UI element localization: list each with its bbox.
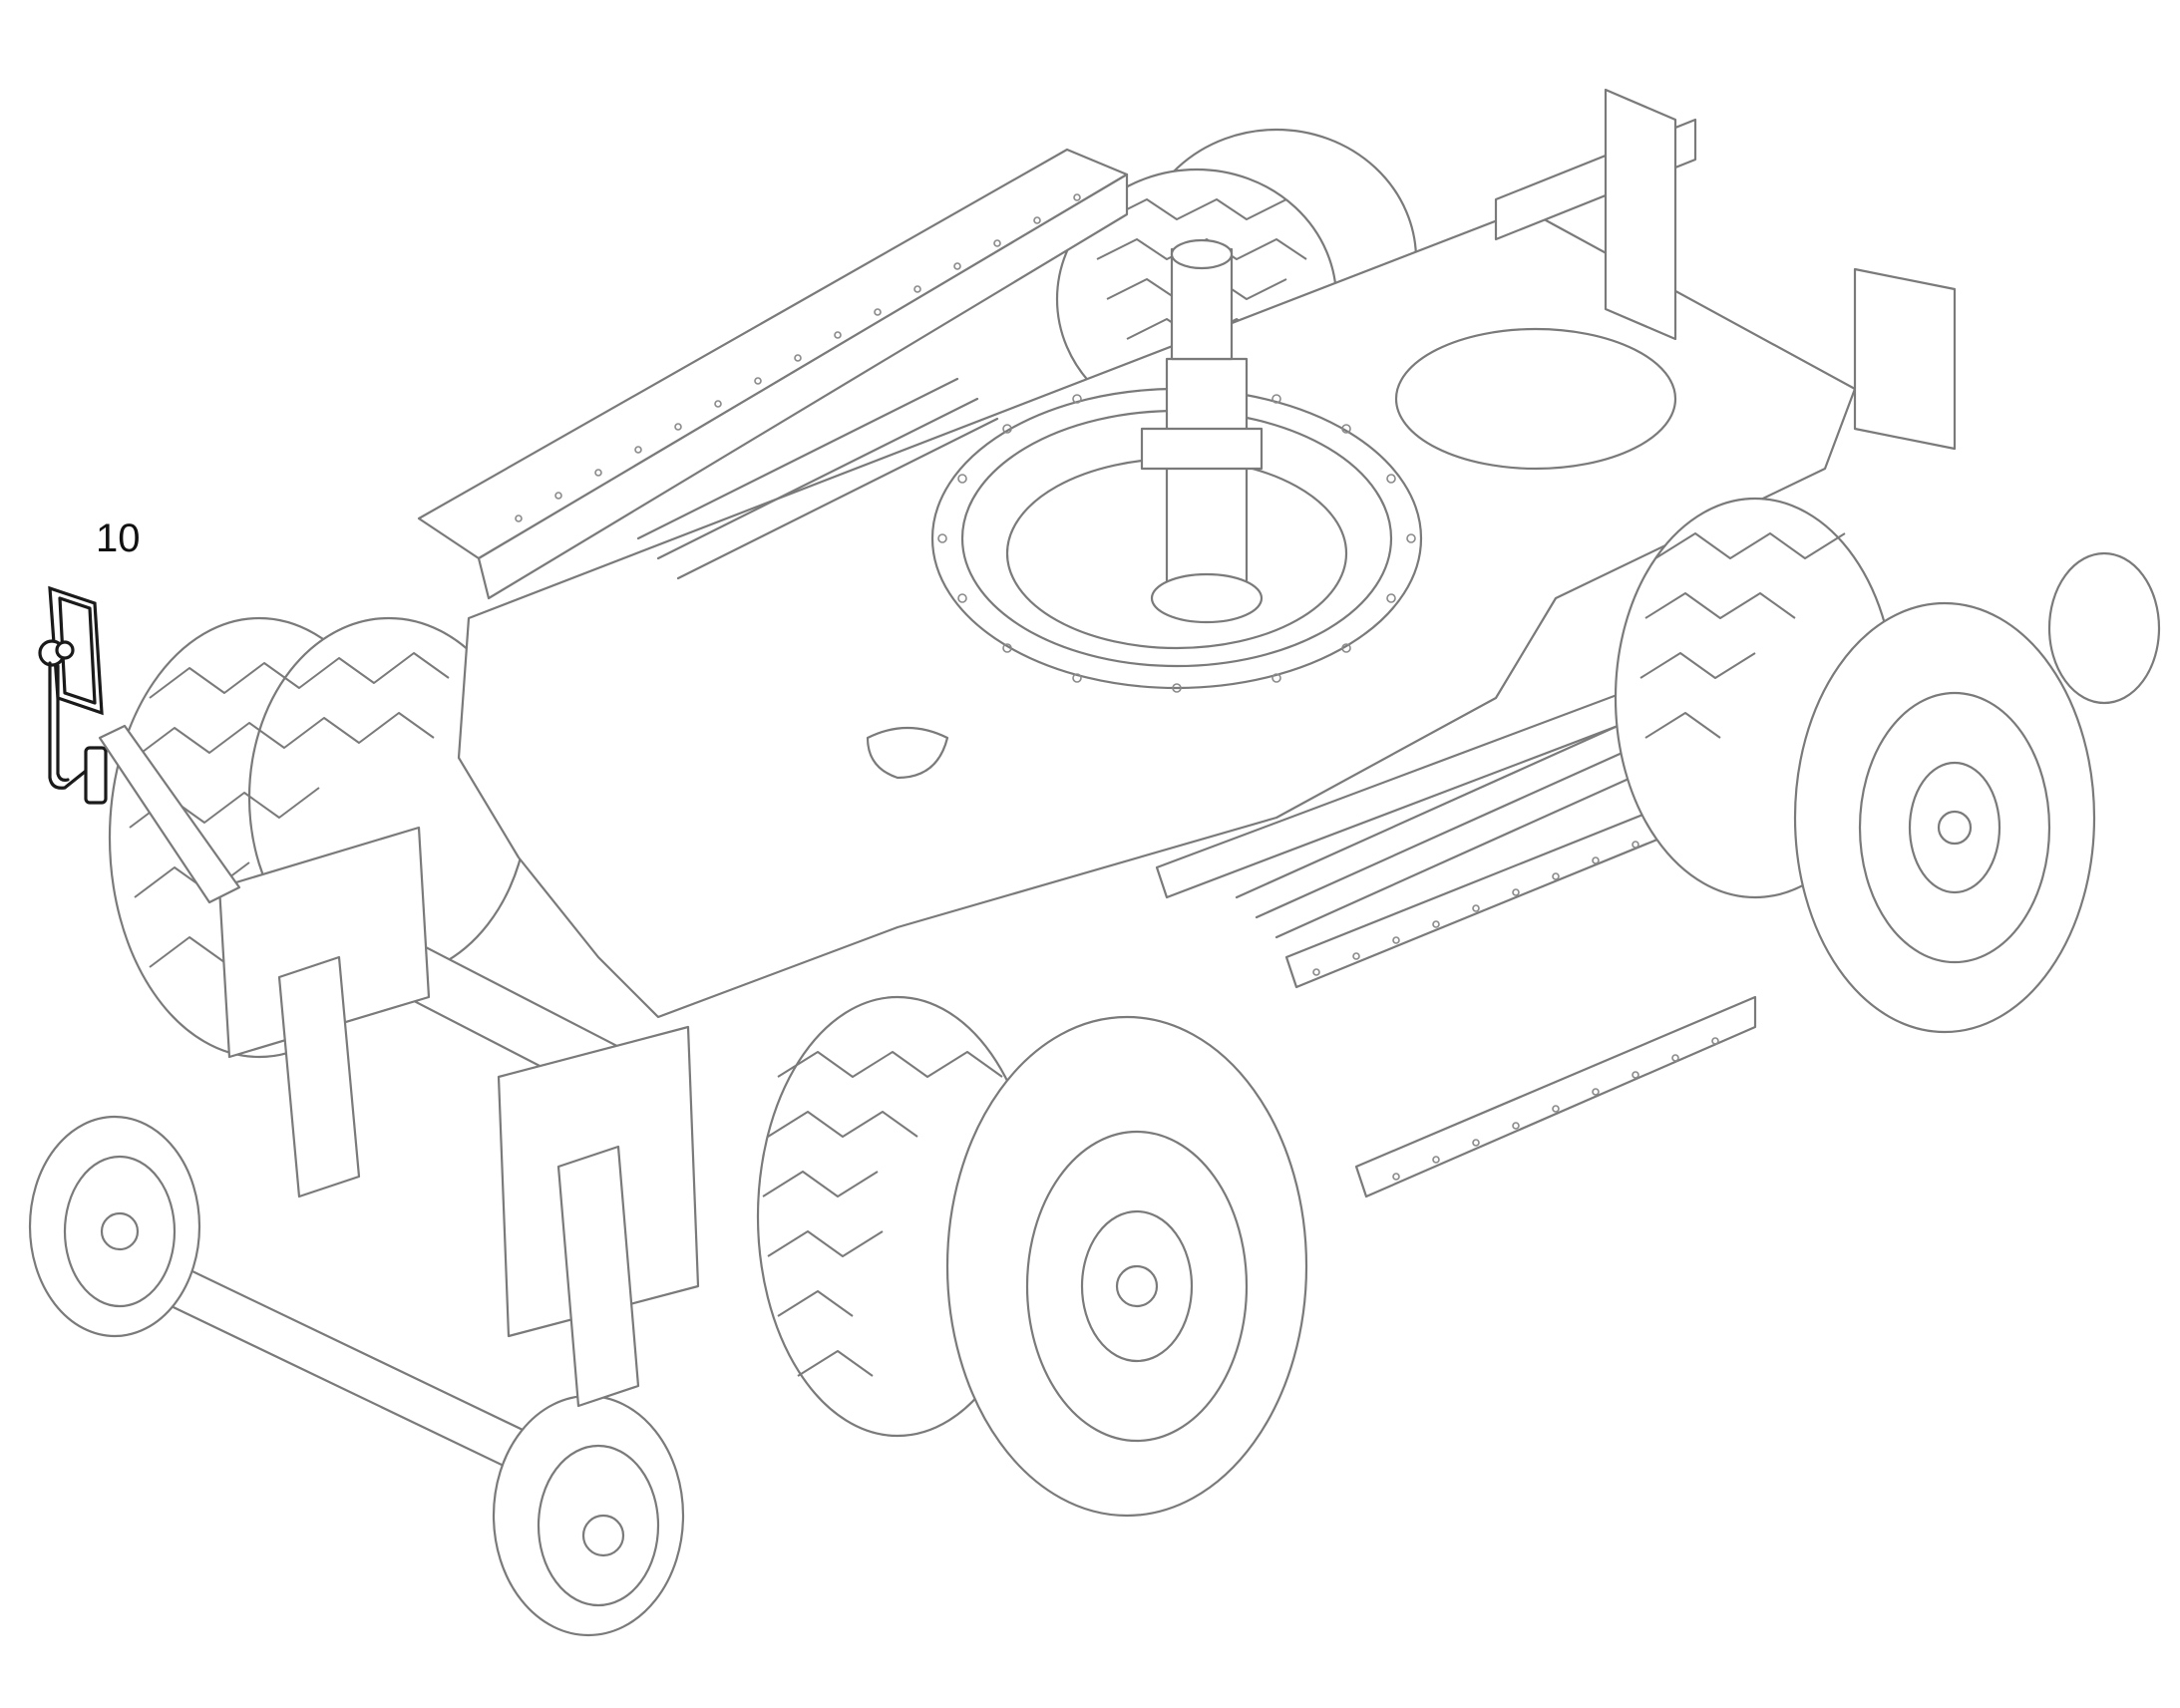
callout-label-10: 10 <box>96 516 141 560</box>
slew-ring <box>930 238 1423 693</box>
rear-right-wheels <box>1614 497 2161 1034</box>
front-wheels <box>756 995 1308 1518</box>
rail-guide-wheels <box>28 955 685 1637</box>
mirror-part-10 <box>38 585 241 904</box>
